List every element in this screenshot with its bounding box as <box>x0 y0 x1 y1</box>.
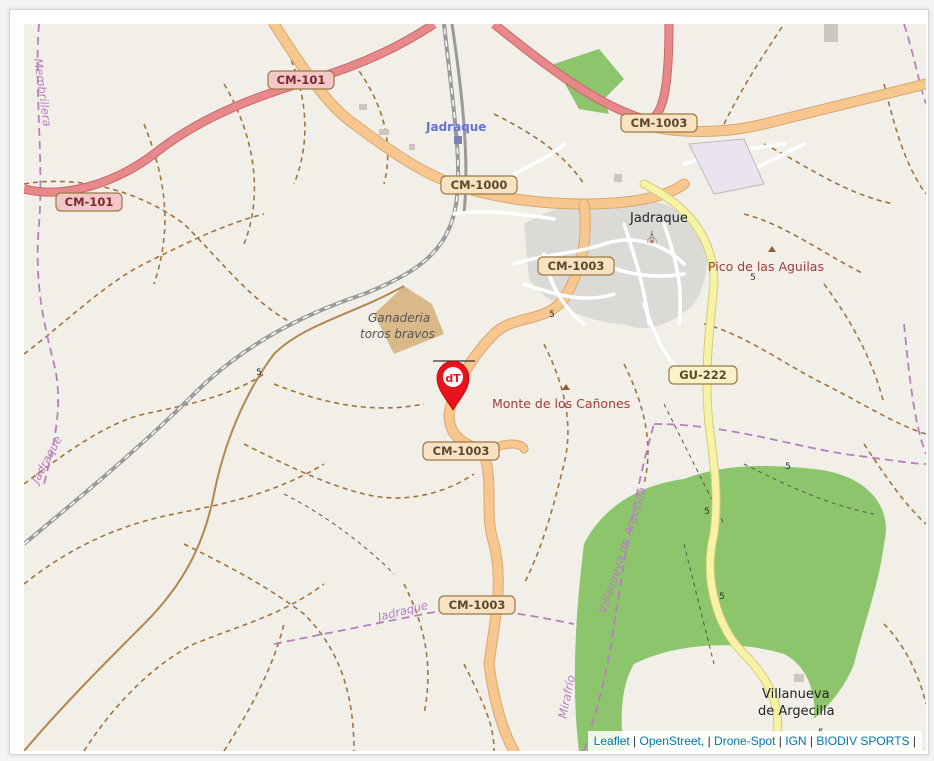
station-icon <box>454 136 462 144</box>
label-pico-aguilas: Pico de las Aguilas <box>708 259 824 274</box>
track-road <box>24 285 405 751</box>
ganaderia-area <box>374 286 444 354</box>
map-viewport[interactable]: ⛪ Jadraque Jadraque Pico de las Aguilas … <box>24 24 926 751</box>
track-number: 5 <box>704 507 710 517</box>
forest-area-north <box>554 49 624 114</box>
svg-text:GU-222: GU-222 <box>679 368 727 382</box>
attribution-ign-link[interactable]: IGN <box>785 734 807 748</box>
track-number: 5 <box>719 592 725 602</box>
shield-cm1003-d: CM-1003 <box>438 595 516 615</box>
track-number: 5 <box>750 273 756 283</box>
attribution-leaflet-link[interactable]: Leaflet <box>593 734 630 748</box>
shield-cm101-b: CM-101 <box>55 192 123 212</box>
forest-clearing <box>621 645 815 751</box>
town-streets <box>452 142 806 366</box>
svg-text:CM-101: CM-101 <box>277 73 326 87</box>
svg-text:CM-101: CM-101 <box>65 195 114 209</box>
map-canvas[interactable]: ⛪ Jadraque Jadraque Pico de las Aguilas … <box>24 24 926 751</box>
track-number: 5 <box>785 462 791 472</box>
attribution-separator: | <box>633 734 637 748</box>
track-number: 5 <box>549 310 555 320</box>
label-villanueva-2: de Argecilla <box>758 704 835 719</box>
marker-label: dT <box>445 372 461 385</box>
label-ganaderia-1: Ganaderia <box>368 311 430 325</box>
shield-cm1003-a: CM-1003 <box>620 113 698 133</box>
shield-cm1003-b: CM-1003 <box>537 256 615 276</box>
buildings <box>359 24 838 682</box>
shield-cm101-a: CM-101 <box>267 70 335 90</box>
location-marker[interactable]: dT <box>433 360 475 411</box>
attribution-biodiv-link[interactable]: BIODIV SPORTS <box>816 734 910 748</box>
attribution-separator: | <box>912 734 916 748</box>
label-villanueva-1: Villanueva <box>762 687 830 702</box>
svg-text:CM-1003: CM-1003 <box>449 598 506 612</box>
attribution-separator: | <box>778 734 782 748</box>
railway <box>24 24 468 546</box>
tracks <box>24 24 926 751</box>
label-monte-canones: Monte de los Cañones <box>492 396 630 411</box>
shield-cm1003-c: CM-1003 <box>422 441 500 461</box>
church-icon: ⛪ <box>645 230 659 244</box>
peak-icon-aguilas <box>768 246 776 252</box>
label-town: Jadraque <box>629 211 688 226</box>
label-ganaderia-2: toros bravos <box>360 327 435 341</box>
shield-gu222: GU-222 <box>668 365 738 385</box>
svg-text:CM-1000: CM-1000 <box>451 178 508 192</box>
shield-cm1000: CM-1000 <box>440 175 518 195</box>
track-number: 5 <box>256 368 262 378</box>
attribution-openstreet-link[interactable]: OpenStreet, <box>639 734 705 748</box>
attribution-separator: | <box>707 734 711 748</box>
attribution-dronespot-link[interactable]: Drone-Spot <box>714 734 776 748</box>
svg-text:CM-1003: CM-1003 <box>631 116 688 130</box>
map-attribution: Leaflet | OpenStreet, | Drone-Spot | IGN… <box>587 731 922 751</box>
label-station: Jadraque <box>425 120 486 134</box>
peak-icon-monte <box>562 384 570 390</box>
town-square <box>688 138 765 195</box>
svg-text:CM-1003: CM-1003 <box>548 259 605 273</box>
paths <box>283 403 875 665</box>
road-gu222 <box>639 179 783 751</box>
svg-text:CM-1003: CM-1003 <box>433 444 490 458</box>
attribution-separator: | <box>809 734 814 748</box>
